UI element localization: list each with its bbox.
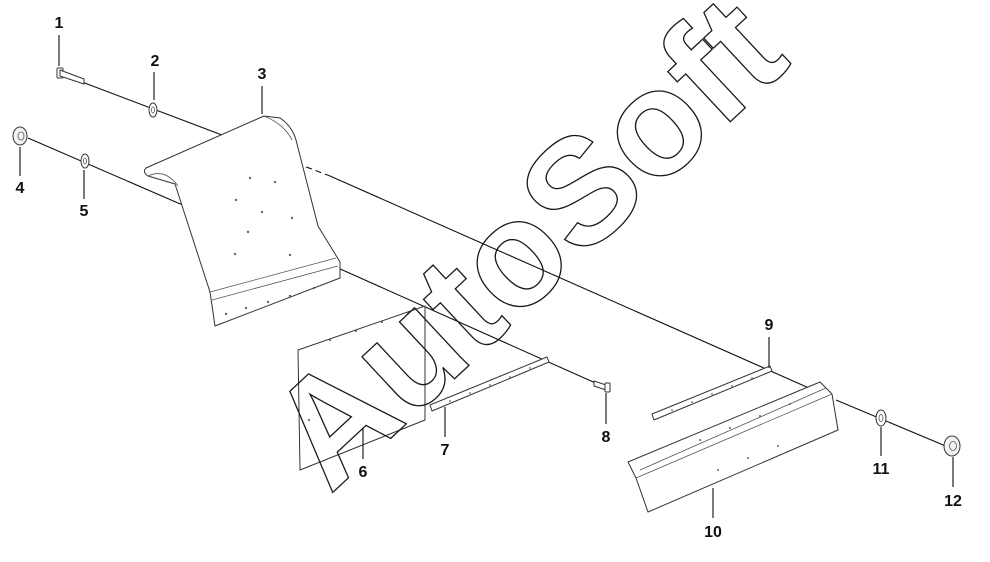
shield-panel-holes xyxy=(224,176,316,316)
shield-panel-top-curve xyxy=(263,115,293,141)
bolt-8-shank xyxy=(593,380,607,391)
nut-4 xyxy=(12,126,28,146)
lower-axis-segment xyxy=(337,267,601,386)
flat-plate-holes xyxy=(307,311,410,422)
lower-axis-segment xyxy=(27,137,179,204)
strip-9-holes xyxy=(671,377,753,411)
washer-11-hole xyxy=(878,414,884,422)
shield-panel-bottom-fold-2 xyxy=(211,265,339,301)
callout-7: 7 xyxy=(441,442,450,459)
washer-part-11 xyxy=(875,409,887,427)
washer-5 xyxy=(80,153,90,169)
callout-4: 4 xyxy=(16,180,25,197)
channel-part-10 xyxy=(627,381,839,513)
callout-numbers: 1 2 3 4 5 6 7 8 9 10 11 12 xyxy=(16,15,962,541)
bolt-shank xyxy=(59,69,85,85)
callout-1: 1 xyxy=(55,15,64,32)
nut-part-4 xyxy=(12,126,28,146)
channel-lip-edge-2 xyxy=(639,387,827,471)
callout-11: 11 xyxy=(873,461,890,478)
upper-axis-segment xyxy=(329,175,819,393)
callout-10: 10 xyxy=(704,524,722,541)
washer-part-2 xyxy=(148,102,158,118)
callout-leaders xyxy=(19,35,954,518)
channel-lip-edge xyxy=(635,393,833,479)
washer-5-hole xyxy=(83,157,87,165)
shield-panel-part-3 xyxy=(143,115,341,327)
channel-body xyxy=(627,381,839,513)
callout-12: 12 xyxy=(944,493,962,510)
bolt-8-head xyxy=(604,382,611,393)
bolt-part-1 xyxy=(56,67,85,85)
strip-part-7 xyxy=(429,356,550,412)
washer-11 xyxy=(875,409,887,427)
channel-holes xyxy=(699,403,791,471)
callout-3: 3 xyxy=(258,66,267,83)
washer-part-5 xyxy=(80,153,90,169)
shield-panel-body xyxy=(143,115,341,327)
upper-axis-segment xyxy=(835,399,949,448)
flat-plate-body xyxy=(297,305,426,471)
callout-5: 5 xyxy=(80,203,89,220)
bolt-part-8 xyxy=(593,380,611,393)
callout-9: 9 xyxy=(765,317,774,334)
nut-12 xyxy=(943,435,961,457)
callout-2: 2 xyxy=(151,53,160,70)
strip-7-body xyxy=(429,356,550,412)
callout-8: 8 xyxy=(602,429,611,446)
washer-2-hole xyxy=(151,106,155,114)
nut-part-12 xyxy=(943,435,961,457)
nut-4-hole xyxy=(17,131,25,141)
shield-panel-bottom-fold xyxy=(209,257,337,293)
strip-part-9 xyxy=(651,365,773,421)
shield-panel-curl xyxy=(147,173,179,187)
strip-7-holes xyxy=(449,367,531,402)
strip-9-body xyxy=(651,365,773,421)
flat-plate-part-6 xyxy=(297,305,426,471)
washer-2 xyxy=(148,102,158,118)
nut-12-hole xyxy=(949,441,957,451)
callout-6: 6 xyxy=(359,464,368,481)
